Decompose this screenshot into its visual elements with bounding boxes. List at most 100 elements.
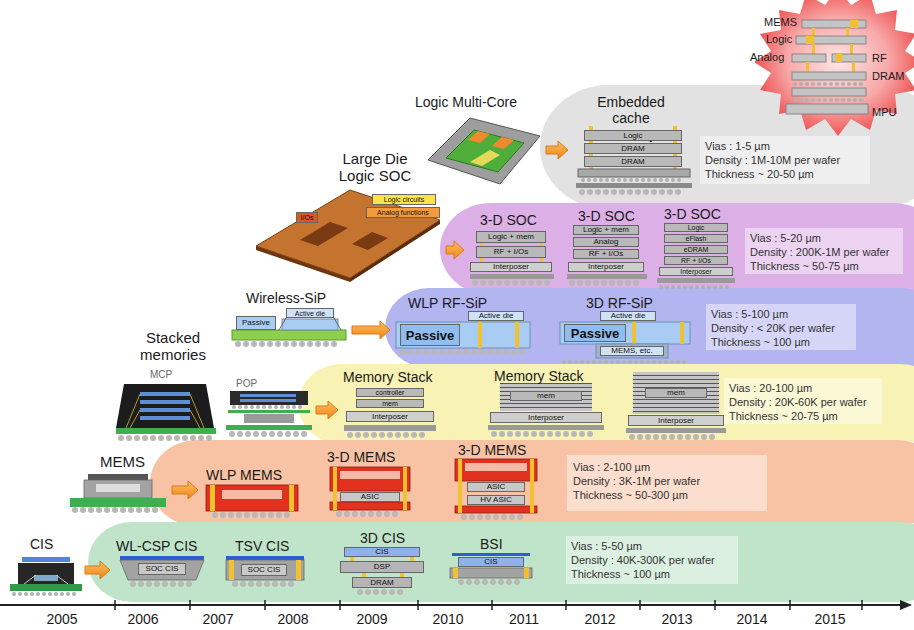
text-holder: Density : 40K-300K per wafer (571, 554, 715, 567)
text-holder: Wireless-SiP (246, 290, 326, 306)
text-holder: MCP (150, 369, 172, 381)
rf-packages (478, 322, 482, 348)
text-holder: Vias : 1-5 µm (705, 140, 770, 153)
package-title: 3D RF-SiP (586, 295, 653, 311)
multicore-chip (492, 137, 514, 149)
package-item: 3-D MEMSASICHV ASIC (448, 440, 543, 522)
band-spec: Vias : 5-50 µm (571, 540, 642, 553)
package-title: Memory Stack (494, 368, 583, 384)
mems-packages (455, 459, 537, 481)
package-title: MCP (150, 369, 172, 381)
memory-packages (140, 416, 190, 420)
mems-packages (464, 514, 528, 520)
package-title: WL-CSP CIS (116, 538, 197, 554)
die-label: CIS (375, 548, 388, 556)
timeline-axis (0, 604, 900, 606)
cis-packages (22, 557, 70, 562)
cis-packages (120, 560, 204, 580)
die-label: Logic + mem (488, 233, 534, 241)
large-die-plate (352, 232, 388, 250)
layer-label: DRAM (872, 70, 904, 83)
die-label: mem (537, 392, 555, 400)
die-label: DRAM (370, 579, 394, 587)
band-fill (298, 364, 914, 444)
year-label: 2008 (268, 611, 318, 627)
package-item: 3-D SOCLogic + memRF + I/OsInterposer (466, 208, 558, 290)
text-holder: RF (872, 52, 887, 65)
die-layer: DSP (340, 561, 424, 573)
die-layer: ASIC (340, 492, 400, 502)
package-title: Stacked memories (128, 329, 218, 364)
die-label: Active die (479, 312, 514, 320)
text-holder: 2008 (268, 611, 318, 627)
text-holder: Analog (750, 51, 784, 64)
rf-packages (515, 322, 519, 348)
band-spec: Vias : 1-5 µm (705, 140, 770, 153)
die-label: SOC CIS (146, 565, 179, 573)
text-holder: Density : < 20K per wafer (711, 322, 835, 335)
mems-packages (222, 490, 282, 499)
technology-band: Vias : 20-100 µmDensity : 20K-60K per wa… (298, 364, 914, 444)
die-label: RF + I/Os (681, 257, 711, 264)
cis-packages (226, 556, 304, 560)
text-holder: Vias : 5-100 µm (711, 308, 788, 321)
technology-band: Vias : 5-100 µmDensity : < 20K per wafer… (385, 288, 914, 368)
text-holder: Thickness ~ 50-75 µm (750, 260, 859, 273)
memory-packages (116, 428, 216, 434)
package-title: 3D CIS (360, 530, 405, 546)
soc-packages (567, 274, 647, 279)
die-layer: Interposer (346, 411, 434, 422)
rf-packages (560, 322, 690, 344)
memory-packages (240, 399, 296, 402)
die-layer: DRAM (352, 577, 412, 588)
band-spec: Thickness ~ 100 µm (571, 568, 670, 581)
memory-packages (140, 392, 190, 396)
rf-packages (632, 322, 636, 344)
year-label: 2012 (575, 611, 625, 627)
package-item: TSV CISSOC CIS (222, 537, 307, 592)
stack-layers (786, 20, 868, 114)
layer-label: MPU (872, 106, 896, 119)
die-layer: Interposer (490, 412, 602, 423)
year-label: 2010 (423, 611, 473, 627)
mems-packages (84, 480, 152, 498)
text-holder: MEMS (100, 453, 145, 470)
die-label: Interposer (372, 413, 408, 421)
die-label: Interposer (658, 417, 694, 425)
die-layer: HV ASIC (467, 495, 525, 505)
die-label: Analog (594, 238, 619, 246)
package-item: Wireless-SiPPassiveActive die (228, 288, 350, 354)
large-die-plate (300, 222, 348, 246)
text-holder: Memory Stack (494, 368, 583, 384)
spec-panel (706, 304, 856, 350)
text-holder: WLP RF-SiP (408, 295, 487, 311)
cache-package (576, 183, 692, 188)
package-title: 3-D SOC (480, 212, 537, 228)
spec-panel (567, 455, 767, 511)
die-layer: Logic (584, 130, 682, 141)
text-holder: Logic Multi-Core (415, 94, 517, 110)
text-holder: 3-D MEMS (458, 442, 526, 458)
technology-band: Vias : 5-50 µmDensity : 40K-300K per waf… (88, 522, 914, 602)
stack-layers (792, 54, 826, 62)
die-layer: CIS (458, 557, 524, 567)
die-layer: Passive (564, 324, 626, 342)
multicore-chip (468, 131, 490, 143)
stack-layers (792, 88, 866, 96)
die-layer: Logic + mem (573, 225, 639, 235)
package-item: WLP RF-SiPPassiveActive die (392, 292, 534, 362)
die-layer: SOC CIS (138, 563, 186, 575)
die-layer: Active die (600, 311, 656, 321)
die-layer: RF + I/Os (573, 249, 639, 259)
stack-layers (795, 82, 863, 86)
memory-packages (488, 425, 604, 430)
text-holder: DRAM (872, 70, 904, 83)
stack-layers (832, 54, 866, 62)
die-label: Interposer (588, 263, 624, 271)
rf-packages (238, 341, 342, 347)
rf-packages (596, 344, 668, 358)
stack-layers (806, 36, 814, 44)
stack-layers (850, 20, 858, 28)
text-holder: MEMS (764, 16, 797, 29)
text-holder: 2010 (423, 611, 473, 627)
